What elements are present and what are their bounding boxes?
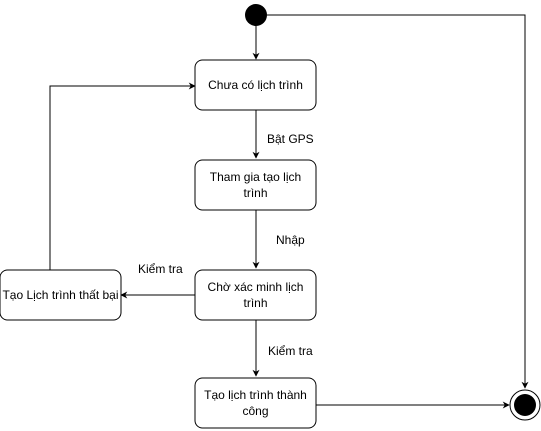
final-node [509,389,541,421]
state-success [194,377,317,429]
state-success-label-line1: Tạo lịch trình thành [204,388,307,402]
state-join-label-line1: Tham gia tạo lịch [210,170,301,184]
state-join-label-line2: trình [243,186,267,200]
edge-label-check-fail: Kiểm tra [138,262,183,276]
state-await-label-line1: Chờ xác minh lịch [208,280,304,294]
state-await-verification [194,269,317,321]
edge-label-enter: Nhập [276,233,305,247]
state-success-label-line2: công [242,404,268,418]
state-join [194,159,317,211]
edge-failed-to-no-schedule [49,82,196,270]
state-await-label-line2: trình [243,296,267,310]
state-failed-label: Tạo Lịch trình thất bại [2,288,118,302]
edge-label-turn-on-gps: Bật GPS [267,132,314,146]
state-failed [0,269,122,321]
edge-initial-to-final [267,14,529,389]
edge-label-check-success: Kiểm tra [268,344,313,358]
state-no-schedule [194,59,317,111]
state-no-schedule-label: Chưa có lịch trình [208,78,303,92]
initial-node [245,4,267,26]
